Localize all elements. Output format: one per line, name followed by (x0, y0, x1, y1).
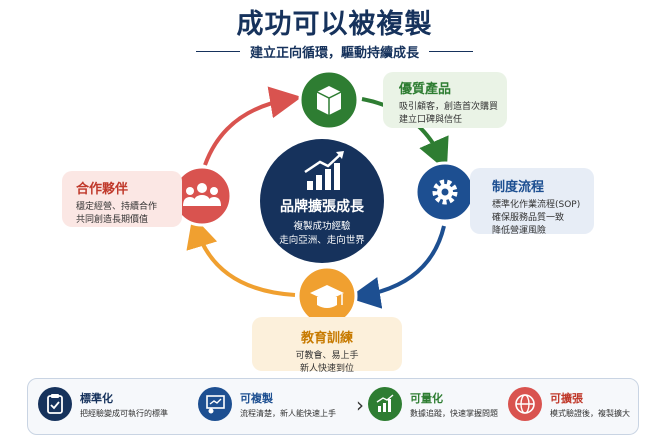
arrow-training-to-partner (186, 215, 296, 297)
step-standardize: 標準化 把經驗變成可執行的標準 (38, 387, 168, 421)
arrow-partner-to-product (203, 86, 302, 166)
step-desc: 模式驗證後，複製擴大 (550, 408, 630, 418)
step-measurable: 可量化 數據追蹤，快速掌握問題 (368, 387, 498, 421)
subtitle-divider-right (429, 51, 473, 52)
gear-icon (432, 179, 458, 205)
partner-line: 穩定經營、持續合作 (76, 202, 158, 212)
partner-title: 合作夥伴 (76, 182, 129, 197)
center-line: 走向亞洲、走向世界 (279, 235, 365, 246)
step-title: 可擴張 (550, 391, 583, 405)
bar-chart-icon (368, 387, 402, 421)
step-title: 標準化 (80, 391, 113, 405)
step-replicable: 可複製 流程清楚，新人能快速上手 (198, 387, 336, 421)
product-line: 建立口碑與信任 (399, 115, 463, 125)
center-circle (260, 139, 384, 263)
presentation-icon (198, 387, 232, 421)
graduation-cap-icon (310, 285, 344, 308)
growth-chart-icon (304, 151, 344, 190)
center-text: 品牌擴張成長 複製成功經驗 走向亞洲、走向世界 (262, 196, 382, 248)
step-desc: 把經驗變成可執行的標準 (80, 408, 168, 418)
people-icon (183, 183, 221, 206)
step-desc: 數據追蹤，快速掌握問題 (410, 408, 498, 418)
box-icon (316, 86, 342, 115)
subtitle-divider-left (195, 51, 240, 52)
arrow-process-to-training (348, 225, 446, 309)
product-title: 優質產品 (399, 82, 452, 97)
step-title: 可複製 (240, 391, 273, 405)
process-line: 降低營運風險 (492, 226, 547, 236)
subtitle-row: 建立正向循環，驅動持續成長 (0, 42, 669, 61)
process-title: 制度流程 (492, 180, 545, 195)
training-box: 教育訓練 可教會、易上手 新人快速到位 (252, 317, 402, 374)
training-line: 可教會、易上手 (295, 351, 359, 361)
page-title: 成功可以被複製 (236, 9, 433, 40)
process-line: 標準化作業流程(SOP) (492, 200, 581, 210)
step-scalable: 可擴張 模式驗證後，複製擴大 (508, 387, 630, 421)
process-line: 確保服務品質一致 (492, 213, 565, 223)
chevron-right-icon: › (356, 393, 364, 417)
training-title: 教育訓練 (300, 331, 353, 346)
center-title: 品牌擴張成長 (280, 199, 364, 215)
clipboard-icon (38, 387, 72, 421)
step-desc: 流程清楚，新人能快速上手 (240, 408, 336, 418)
partner-line: 共同創造長期價值 (76, 215, 149, 225)
product-line: 吸引顧客，創造首次購買 (399, 102, 499, 112)
globe-icon (508, 387, 542, 421)
center-line: 複製成功經驗 (293, 221, 351, 232)
page-subtitle: 建立正向循環，驅動持續成長 (249, 46, 419, 61)
partner-box: 合作夥伴 穩定經營、持續合作 共同創造長期價值 (62, 171, 182, 227)
product-box: 優質產品 吸引顧客，創造首次購買 建立口碑與信任 (383, 72, 507, 128)
step-title: 可量化 (410, 391, 443, 405)
steps-bar: 標準化 把經驗變成可執行的標準 › 可複製 流程清楚，新人能快速上手 › 可量化… (27, 378, 639, 435)
training-line: 新人快速到位 (299, 364, 354, 374)
process-box: 制度流程 標準化作業流程(SOP) 確保服務品質一致 降低營運風險 (470, 168, 594, 236)
